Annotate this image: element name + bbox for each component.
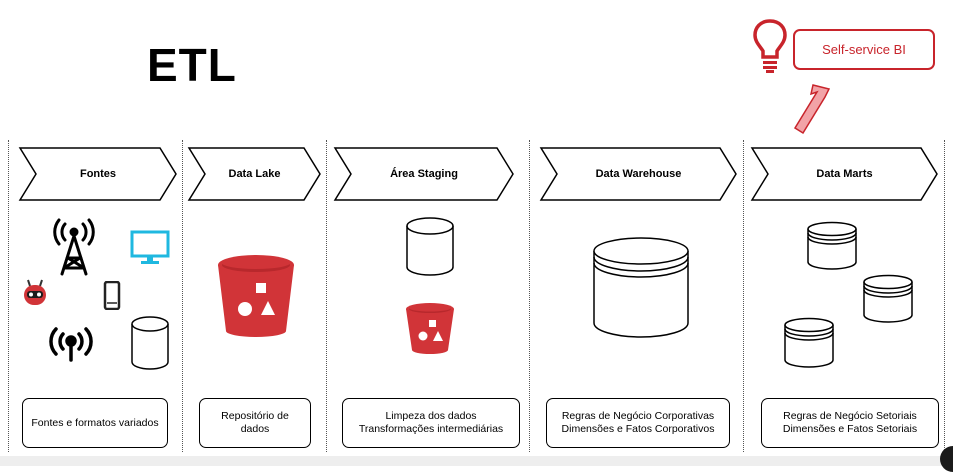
stage-divider (326, 140, 327, 452)
self-service-bi-box: Self-service BI (793, 29, 935, 70)
stage-label-area-staging: Área Staging (390, 168, 458, 180)
corner-shape (940, 446, 953, 472)
stage-description-data-marts: Regras de Negócio Setoriais Dimensões e … (761, 398, 939, 448)
up-arrow-icon (793, 84, 831, 135)
wireless-signal-icon (49, 327, 93, 362)
database-icon (593, 237, 689, 338)
database-icon (863, 274, 913, 323)
stage-label-data-marts: Data Marts (816, 168, 873, 180)
stage-label-data-warehouse: Data Warehouse (595, 168, 682, 180)
database-icon (807, 221, 857, 270)
smartphone-icon (103, 281, 121, 310)
chevron-fontes (18, 147, 177, 201)
stage-description-area-staging: Limpeza dos dados Transformações interme… (342, 398, 520, 448)
stage-description-data-warehouse: Regras de Negócio Corporativas Dimensões… (546, 398, 730, 448)
stage-divider (529, 140, 530, 452)
page-title: ETL (147, 39, 237, 91)
bucket-icon (406, 303, 454, 354)
chevron-area-staging (333, 147, 514, 201)
self-service-bi-label: Self-service BI (822, 42, 906, 57)
stage-label-fontes: Fontes (79, 168, 117, 180)
database-icon (131, 316, 169, 370)
stage-divider (743, 140, 744, 452)
chevron-data-marts (750, 147, 938, 201)
bucket-icon (218, 255, 294, 337)
robot-icon (24, 279, 46, 305)
lightbulb-icon (753, 19, 787, 73)
chevron-data-lake (187, 147, 321, 201)
stage-description-data-lake: Repositório de dados (199, 398, 311, 448)
monitor-icon (130, 230, 170, 264)
database-icon (406, 217, 454, 276)
stage-label-data-lake: Data Lake (228, 168, 281, 180)
stage-divider (182, 140, 183, 452)
stage-divider (944, 140, 945, 452)
chevron-data-warehouse (539, 147, 737, 201)
bottom-shade (0, 456, 953, 466)
database-icon (784, 317, 834, 368)
radio-tower-icon (53, 218, 95, 276)
stage-description-fontes: Fontes e formatos variados (22, 398, 168, 448)
stage-divider (8, 140, 9, 452)
